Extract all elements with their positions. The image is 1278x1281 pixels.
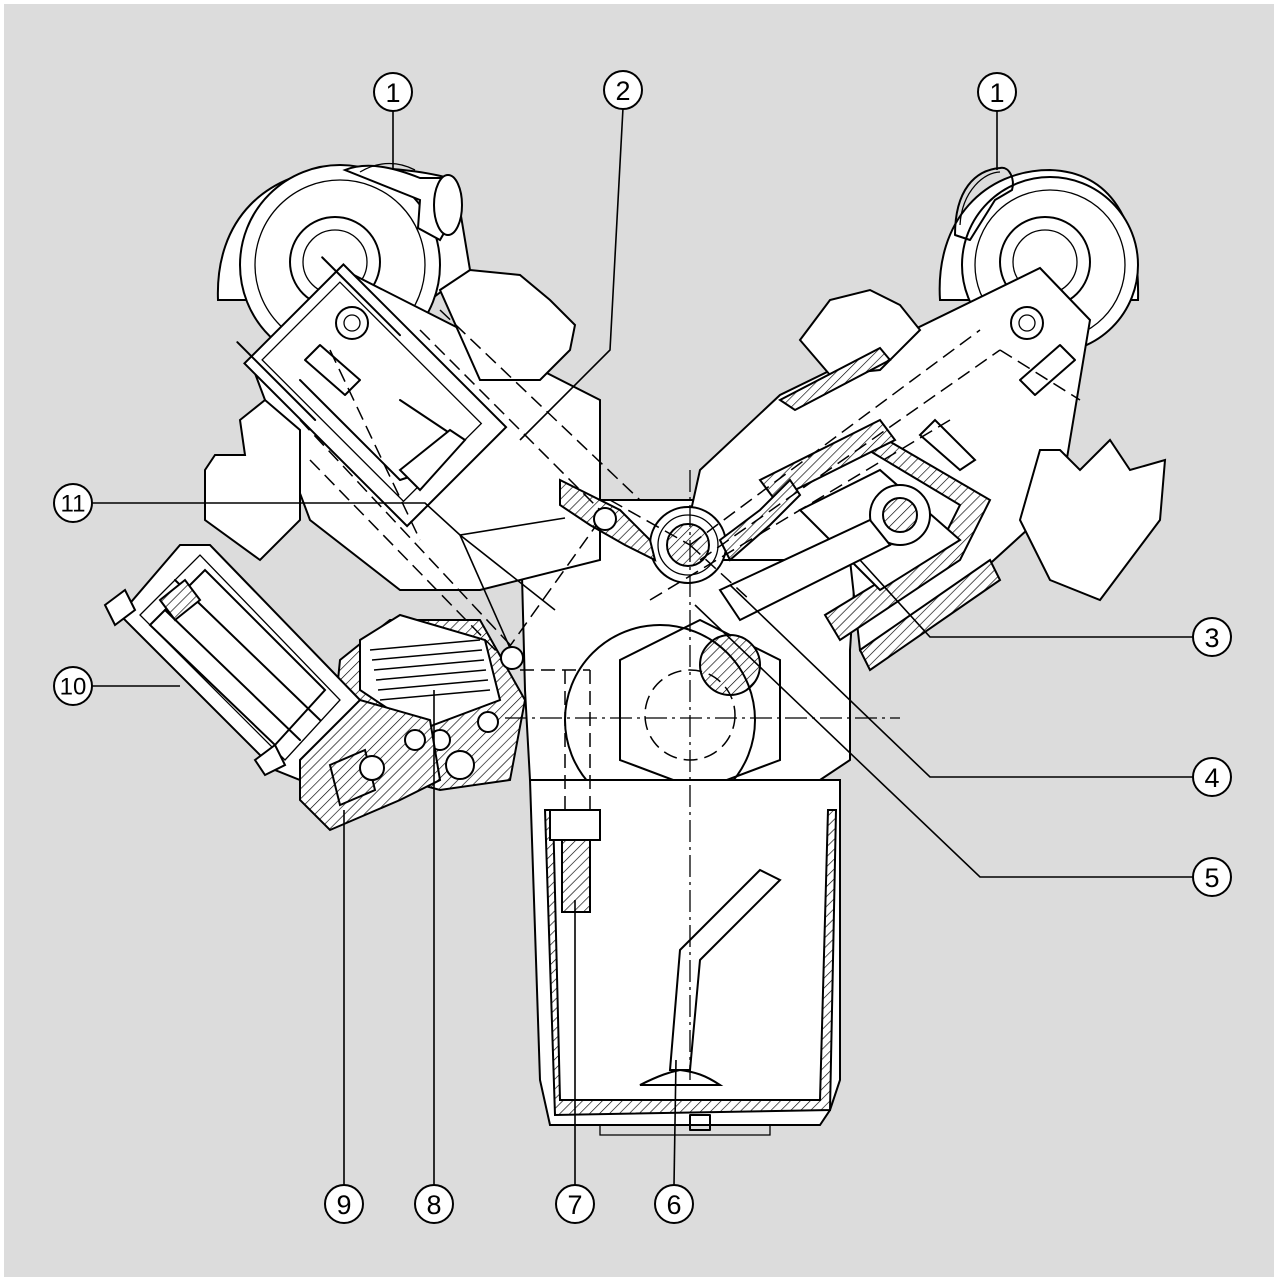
oil-pickup-pipe: [639, 868, 782, 1086]
callout-6: 6: [654, 1184, 694, 1224]
right-cylinder-section: [718, 346, 1002, 672]
oil-pump: [299, 698, 442, 832]
callout-2: 2: [603, 70, 643, 110]
right-turbocharger: [938, 166, 1140, 354]
callout-label: 2: [615, 76, 630, 106]
callout-label: 4: [1204, 763, 1219, 793]
pressure-relief-valve: [549, 809, 601, 913]
leader-lines: [92, 107, 1194, 1186]
centre-lines: [505, 470, 900, 1080]
right-rocker-assembly: [918, 306, 1076, 472]
callout-5: 5: [1192, 857, 1232, 897]
callout-label: 7: [567, 1190, 582, 1220]
callout-label: 6: [666, 1190, 681, 1220]
gallery-plug-upper: [593, 507, 617, 531]
oil-passages: [299, 309, 1081, 810]
callout-11: 11: [53, 483, 93, 523]
gallery-plug-lower: [500, 646, 524, 670]
callout-4: 4: [1192, 757, 1232, 797]
callout-10: 10: [53, 666, 93, 706]
callout-label: 1: [385, 78, 400, 108]
callout-1-right: 1: [977, 72, 1017, 112]
callout-label: 9: [336, 1190, 351, 1220]
callout-1-left: 1: [373, 72, 413, 112]
camshaft: [649, 506, 727, 584]
callout-3: 3: [1192, 617, 1232, 657]
callout-label: 1: [989, 78, 1004, 108]
left-rocker-assembly: [299, 306, 467, 492]
callout-label: 8: [426, 1190, 441, 1220]
oil-filter: [103, 544, 362, 782]
callout-8: 8: [414, 1184, 454, 1224]
callout-label: 3: [1204, 623, 1219, 653]
right-gallery-wall: [718, 478, 802, 562]
callout-9: 9: [324, 1184, 364, 1224]
callout-label: 5: [1204, 863, 1219, 893]
callout-label: 10: [60, 674, 87, 701]
callout-7: 7: [555, 1184, 595, 1224]
callout-label: 11: [61, 491, 86, 518]
